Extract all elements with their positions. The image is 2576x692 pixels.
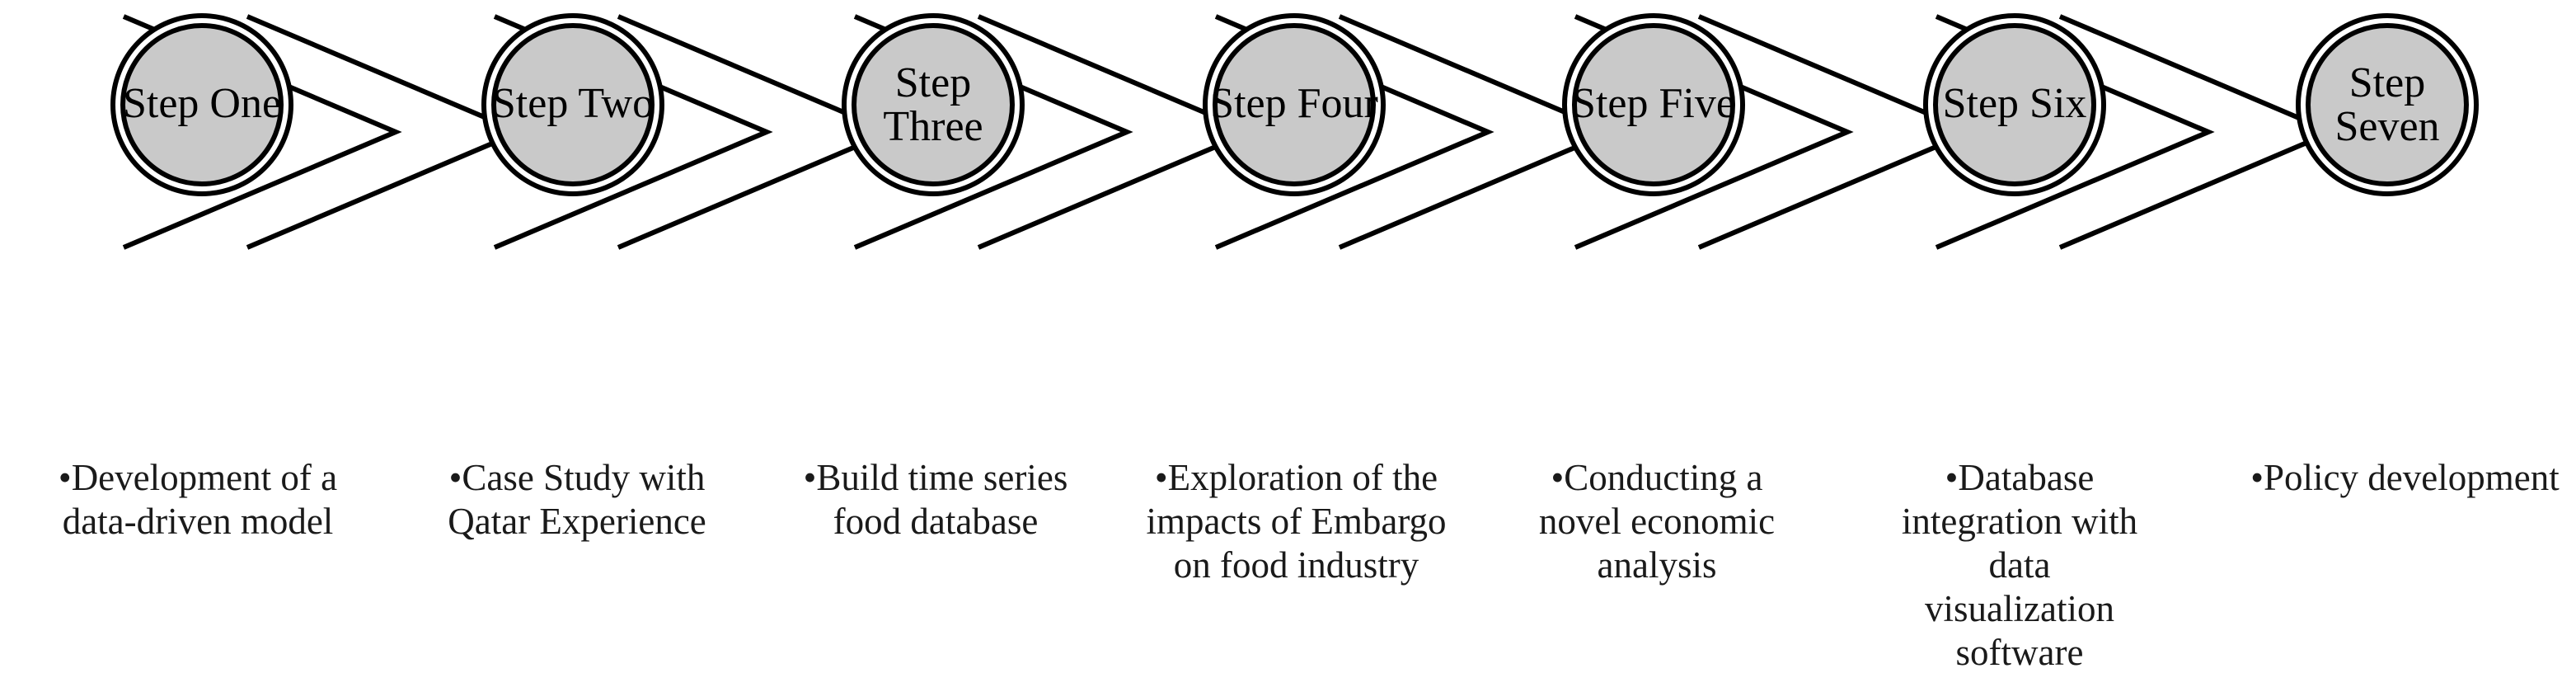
step-label-7-line-1: Step <box>2349 59 2425 106</box>
step-label-6: Step Six <box>1943 80 2087 127</box>
bullet-icon-5: • <box>1551 457 1565 499</box>
step-caption-2-text: Case Study with Qatar Experience <box>448 457 706 543</box>
step-caption-4: •Exploration of the impacts of Embargo o… <box>1142 412 1451 587</box>
step-label-5: Step Five <box>1572 80 1735 127</box>
step-circle-6[interactable] <box>1923 13 2106 196</box>
step-caption-5-text: Conducting a novel economic analysis <box>1538 457 1776 586</box>
step-caption-2: •Case Study with Qatar Experience <box>429 412 725 544</box>
step-circle-2[interactable] <box>481 13 664 196</box>
step-caption-6-text: Database integration with data visualiza… <box>1901 457 2138 674</box>
step-circle-7[interactable] <box>2296 13 2479 196</box>
bullet-icon-3: • <box>803 457 817 499</box>
step-label-3-line-1: Step <box>895 59 971 106</box>
bullet-icon-4: • <box>1154 457 1168 499</box>
step-caption-7-text: Policy development <box>2264 457 2560 499</box>
step-caption-4-text: Exploration of the impacts of Embargo on… <box>1146 457 1447 586</box>
step-caption-5: •Conducting a novel economic analysis <box>1521 412 1793 587</box>
step-caption-1-text: Development of a data-driven model <box>62 457 338 543</box>
step-label-4: Step Four <box>1210 80 1378 127</box>
step-circle-3[interactable] <box>842 13 1025 196</box>
step-circle-5[interactable] <box>1562 13 1745 196</box>
step-caption-3-text: Build time series food database <box>816 457 1068 543</box>
step-circles-group <box>110 13 2479 196</box>
step-label-3-line-2: Three <box>883 103 983 150</box>
step-circle-1[interactable] <box>110 13 293 196</box>
bullet-icon-2: • <box>448 457 462 499</box>
step-circle-4[interactable] <box>1203 13 1386 196</box>
step-caption-3: •Build time series food database <box>787 412 1084 544</box>
bullet-icon-7: • <box>2250 457 2264 499</box>
step-label-2: Step Two <box>492 80 654 127</box>
step-label-7-line-2: Seven <box>2334 103 2439 150</box>
step-caption-7: •Policy development <box>2250 412 2560 500</box>
step-caption-1: •Development of a data-driven model <box>25 412 371 544</box>
step-caption-6: •Database integration with data visualiz… <box>1896 412 2143 676</box>
step-labels-group: Step One Step Two Step Three Step Four S… <box>123 59 2440 150</box>
bullet-icon-6: • <box>1945 457 1959 499</box>
step-label-1: Step One <box>123 80 281 127</box>
bullet-icon-1: • <box>58 457 72 499</box>
